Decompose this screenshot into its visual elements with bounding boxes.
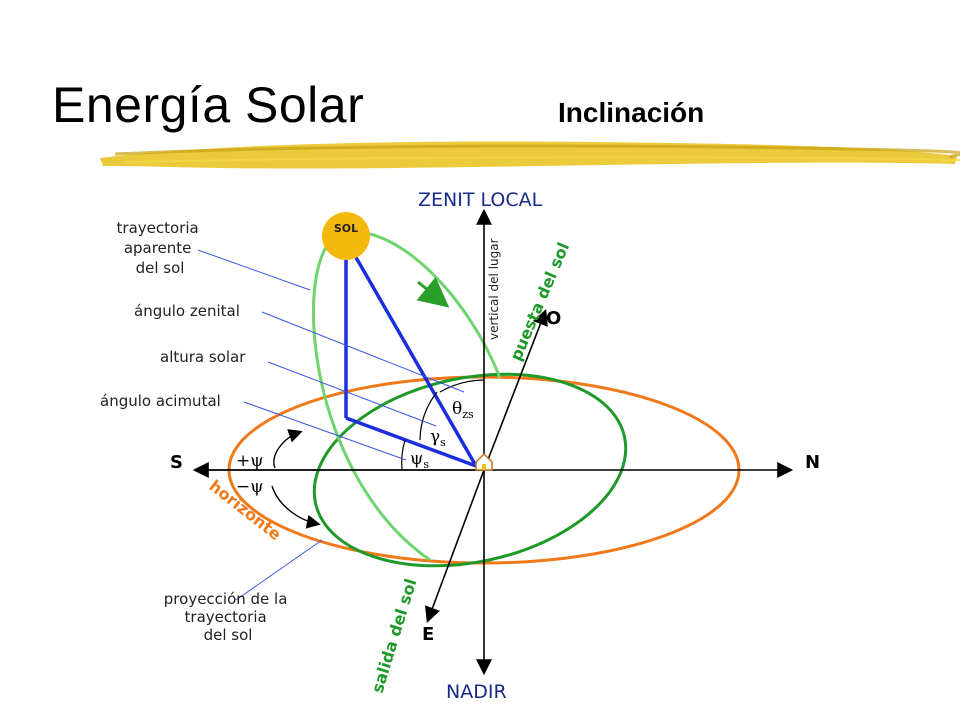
slide-title: Energía Solar (52, 77, 365, 133)
observer-house-icon (475, 452, 493, 471)
callout-projection-line2: trayectoria (185, 608, 267, 626)
callout-line-projection (235, 539, 323, 601)
sunrise-label: salida del sol (368, 576, 421, 695)
sunset-label: puesta del sol (506, 240, 573, 364)
sun-icon (322, 212, 370, 260)
brush-stroke-divider (100, 141, 960, 169)
west-label: O (546, 308, 561, 329)
zenith-angle-symbol: θzs (452, 399, 474, 421)
callout-projection-line3: del sol (204, 626, 253, 644)
north-label: N (805, 452, 820, 473)
svg-text:trayectoria aparente d: trayectoria aparente del sol (117, 219, 204, 277)
sun-path-arrow (416, 276, 450, 308)
zenith-label: ZENIT LOCAL (418, 189, 543, 211)
east-label: E (422, 624, 434, 645)
east-axis (424, 469, 485, 623)
sun-ray-line (344, 239, 478, 467)
slide-subtitle: Inclinación (558, 97, 705, 128)
callout-path-line2: aparente (124, 239, 192, 257)
sun-apparent-path (311, 230, 502, 562)
callout-solar-altitude: altura solar (160, 348, 246, 366)
south-label: S (170, 452, 183, 473)
callout-azimuth-angle: ángulo acimutal (100, 392, 221, 410)
callout-path-line1: trayectoria (117, 219, 199, 237)
sun-path-projection (312, 372, 628, 568)
nadir-label: NADIR (446, 681, 507, 703)
sun-label: SOL (334, 222, 358, 235)
zenith-angle-arc (439, 379, 485, 393)
minus-psi-label: −ψ (236, 477, 264, 497)
plus-psi-label: +ψ (236, 451, 264, 471)
west-axis (483, 309, 548, 471)
callout-projection-line1: proyección de la (164, 590, 288, 608)
azimuth-projection-line (345, 416, 477, 468)
azimuth-angle-symbol: ψs (410, 449, 429, 471)
callout-line-altitude (267, 361, 437, 427)
callout-line-azimuth (243, 401, 407, 461)
callout-path-line3: del sol (136, 259, 185, 277)
altitude-angle-symbol: γs (430, 427, 446, 449)
altitude-angle-arc (419, 391, 438, 441)
plus-psi-arrow (273, 429, 303, 469)
svg-text:proyección de la trayector: proyección de la trayectoria del sol (164, 590, 292, 644)
callout-line-zenith (261, 311, 465, 393)
callout-line-path (197, 249, 311, 291)
azimuth-angle-arc (401, 439, 406, 471)
callout-zenith-angle: ángulo zenital (134, 302, 240, 320)
minus-psi-arrow (271, 485, 321, 529)
vertical-label: vertical del lugar (487, 238, 501, 340)
